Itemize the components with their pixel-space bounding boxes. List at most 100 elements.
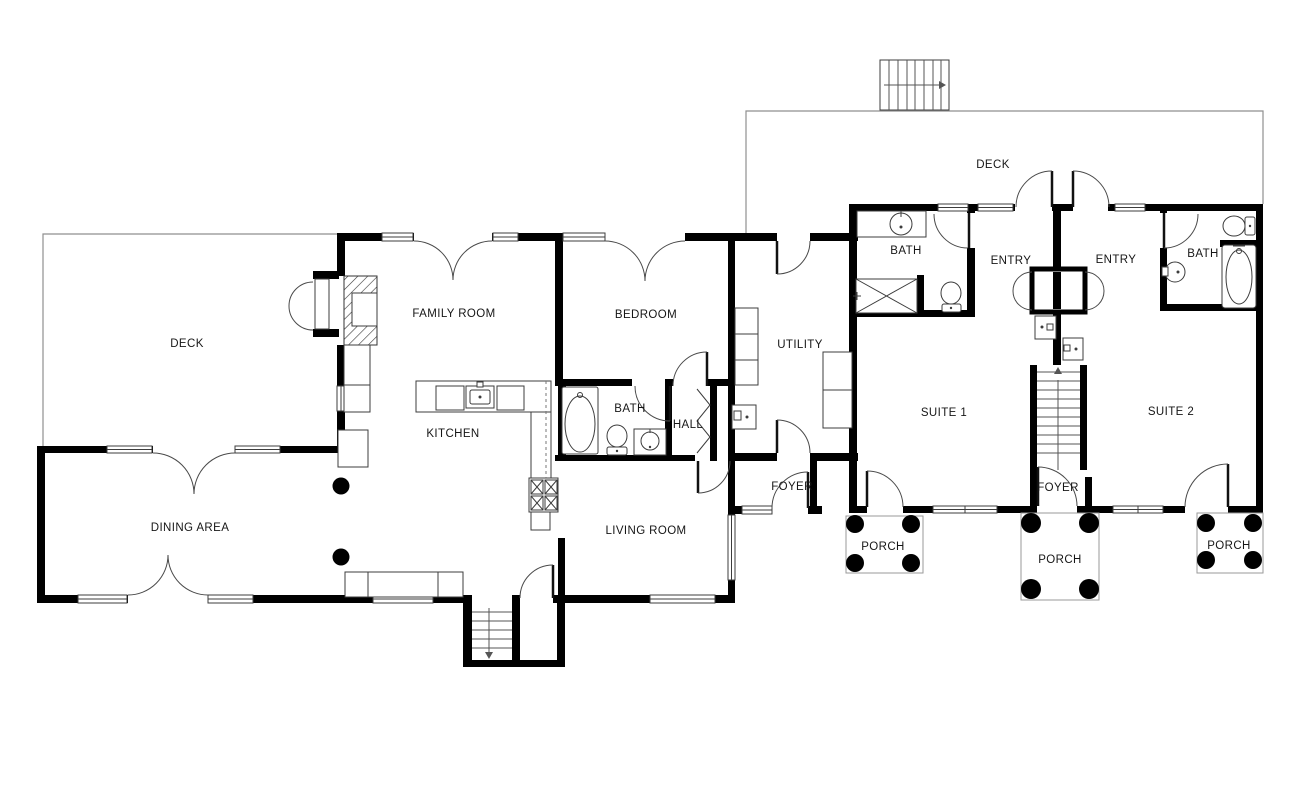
wall-segment: [563, 379, 632, 386]
wall-segment: [1053, 204, 1061, 269]
wall-segment: [337, 233, 345, 276]
hall-closet-bifold: [696, 388, 711, 454]
porch-3: [1196, 512, 1264, 574]
room-label-suite-1: SUITE 1: [921, 407, 967, 419]
room-label-hall: HALL: [673, 419, 704, 431]
wall-segment: [208, 595, 467, 603]
sink-vanity: [633, 428, 667, 456]
porch-post: [1079, 579, 1099, 599]
window: [381, 232, 414, 242]
column: [332, 548, 350, 566]
room-label-deck-left: DECK: [170, 338, 204, 350]
window: [234, 445, 281, 454]
window: [207, 594, 254, 604]
wall-segment: [558, 538, 565, 598]
wall-segment: [1160, 304, 1263, 311]
porch-post: [1244, 551, 1262, 569]
room-label-foyer-shared: FOYER: [1037, 482, 1079, 494]
dining-columns: [332, 477, 350, 566]
toilet: [606, 424, 628, 456]
deck-left-outline: [42, 233, 337, 447]
porch-outline: [845, 515, 924, 574]
sink-vanity: [856, 210, 927, 238]
wall-segment: [665, 379, 672, 461]
porch-post: [1197, 551, 1215, 569]
wall-segment: [917, 275, 924, 317]
room-label-dining-area: DINING AREA: [151, 522, 230, 534]
utility-fixtures: [731, 307, 853, 430]
room-label-porch-1: PORCH: [861, 541, 905, 553]
door-foyer-main-entry: [771, 471, 810, 509]
room-label-porch-3: PORCH: [1207, 540, 1251, 552]
room-label-suite-2: SUITE 2: [1148, 406, 1194, 418]
toilet: [940, 281, 962, 313]
wall-segment: [810, 453, 858, 461]
porch-post: [1021, 579, 1041, 599]
deck-right-edge: [745, 110, 1264, 233]
wall-segment: [849, 204, 857, 513]
wall-segment: [37, 446, 153, 453]
window: [492, 232, 519, 242]
sink: [1161, 261, 1186, 283]
wall-segment: [810, 453, 817, 513]
deck-left-edge: [42, 233, 337, 447]
wall-segment: [555, 233, 563, 386]
room-label-bath-main: BATH: [614, 403, 645, 415]
room-label-entry-suite2: ENTRY: [1096, 254, 1137, 266]
room-label-utility: UTILITY: [777, 339, 823, 351]
door-bath-main: [634, 385, 672, 422]
wall-segment: [1053, 312, 1061, 365]
bath-main-fixtures: [561, 386, 667, 456]
porch-1: [845, 515, 924, 574]
door-bath-suite1: [933, 213, 971, 249]
porch-post: [902, 515, 920, 533]
kitchen-counter-leg: [530, 411, 552, 479]
kitchen-appliance: [496, 385, 525, 411]
wall-segment: [512, 600, 520, 662]
kitchen-appliance: [435, 385, 465, 411]
utility-cabinet: [734, 333, 759, 361]
utility-sink-suite1: [1034, 315, 1057, 340]
window: [932, 505, 998, 514]
wall-segment: [1052, 204, 1073, 211]
wall-segment: [685, 233, 777, 241]
wall-segment: [555, 455, 695, 461]
door-living-room-hall: [696, 460, 731, 494]
kitchen-fixtures: [415, 380, 559, 531]
wall-segment: [735, 453, 777, 461]
wall-segment: [557, 595, 565, 667]
porch-post: [1079, 513, 1099, 533]
wall-segment: [37, 446, 45, 603]
porch-outline: [1196, 512, 1264, 574]
window: [1112, 505, 1164, 514]
windows: [77, 203, 1164, 604]
porch-post: [1244, 514, 1262, 532]
family-room-cabinets: [337, 344, 371, 468]
room-label-kitchen: KITCHEN: [426, 428, 479, 440]
room-label-foyer-main: FOYER: [771, 481, 813, 493]
french-door-family-room: [413, 240, 493, 281]
porch-post: [846, 554, 864, 572]
wall-segment: [1053, 272, 1061, 309]
door-suite1-front: [865, 470, 904, 508]
wall-segment: [810, 233, 858, 241]
kitchen-counter-end: [530, 511, 551, 531]
french-door-bedroom: [604, 240, 686, 282]
porch-post: [846, 515, 864, 533]
window: [562, 232, 606, 242]
wall-segment: [235, 446, 345, 453]
room-label-deck-right: DECK: [976, 159, 1010, 171]
deck-right-outline: [745, 110, 1264, 233]
door-bath-suite2: [1162, 213, 1199, 249]
porch-post: [1021, 513, 1041, 533]
porch-post: [1197, 514, 1215, 532]
fireplace-firebox: [351, 292, 378, 327]
bath-suite2-fixtures: [1161, 215, 1257, 309]
wall-segment: [1030, 365, 1037, 513]
deck-stairs: [879, 59, 950, 111]
basement-stairs: [472, 608, 512, 659]
window: [727, 514, 736, 581]
water-heater: [822, 351, 853, 429]
kitchen-stove: [528, 477, 559, 513]
